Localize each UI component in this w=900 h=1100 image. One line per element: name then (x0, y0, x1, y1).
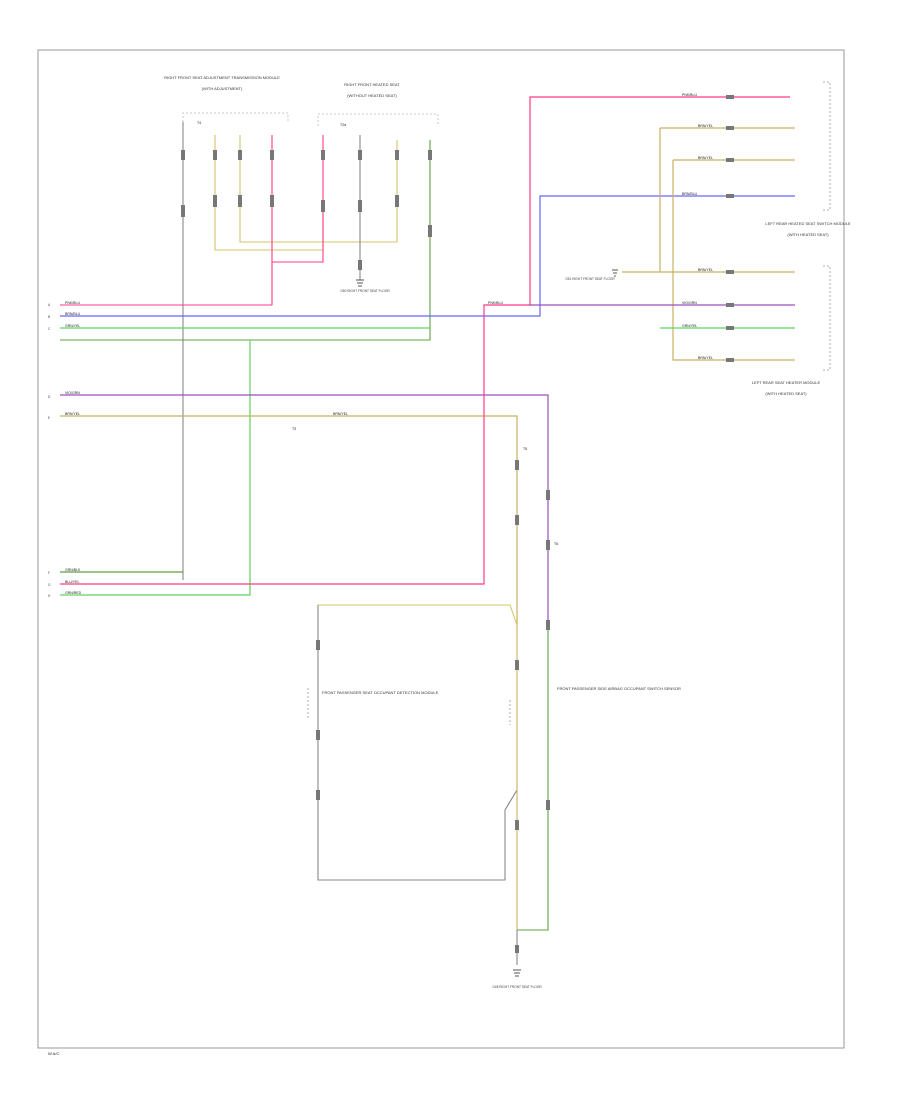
component-sublabel: (WITHOUT HEATED SEAT) (347, 93, 397, 98)
connector-label: T6 (554, 542, 558, 546)
wire-code: BRN/YEL (698, 156, 713, 160)
bus-wire-labels: PNK/BLU BRN/BLU GRN/YEL VIO/GRN BRN/YEL … (65, 301, 503, 595)
right-wires (530, 127, 795, 361)
wire-code: BLU/YEL (65, 580, 79, 584)
pin-letter: F (48, 571, 50, 575)
wire-code: GRN/BLK (65, 568, 81, 572)
wire-code: PNK/BLU (488, 301, 503, 305)
wire-code: BRN/BLU (682, 192, 698, 196)
wire-code: PNK/BLU (65, 301, 80, 305)
right-wire-labels: PNK/BLU BRN/YEL BRN/YEL BRN/BLU BRN/YEL … (682, 93, 713, 360)
wire-code: GRN/YEL (65, 324, 80, 328)
top-left-verticals (60, 122, 431, 580)
passenger-seat-module: FRONT PASSENGER SEAT OCCUPANT DETECTION … (307, 688, 439, 720)
pin-letter: B (48, 315, 50, 319)
ground-label: G50 RIGHT FRONT SEAT FLOOR (340, 289, 390, 293)
component-label: LEFT REAR SEAT HEATER MODULE (752, 380, 821, 385)
wire-code: VIO/GRN (65, 391, 80, 395)
pin-letter: D (48, 395, 51, 399)
right-front-seat-module: RIGHT FRONT SEAT ADJUSTMENT TRANSMISSION… (164, 75, 289, 125)
right-upper-module: LEFT REAR HEATED SEAT SWITCH MODULE (WIT… (765, 81, 851, 237)
connector-label: T2a (340, 123, 346, 127)
ground-point-mid: G51 RIGHT FRONT SEAT FLOOR (565, 269, 618, 281)
top-connector-glyphs (181, 150, 432, 270)
connector-label: T4 (197, 121, 201, 125)
wire-code: GRN/RED (65, 591, 82, 595)
wire-code: BRN/YEL (698, 356, 713, 360)
ground-label: G48 RIGHT FRONT SEAT FLOOR (492, 985, 542, 989)
component-sublabel: (WITH HEATED SEAT) (765, 391, 807, 396)
component-label: LEFT REAR HEATED SEAT SWITCH MODULE (765, 221, 851, 226)
left-pin-letters: A B C D E F G H (48, 303, 51, 598)
component-label: FRONT PASSENGER SEAT OCCUPANT DETECTION … (322, 690, 439, 695)
left-bus-wires (60, 96, 795, 625)
right-connector-glyphs (726, 95, 734, 362)
ground-point-bottom: G48 RIGHT FRONT SEAT FLOOR (492, 969, 542, 989)
pin-letter: C (48, 327, 51, 331)
wire-code: VIO/GRN (682, 301, 697, 305)
wire-code: BRN/YEL (65, 412, 80, 416)
right-lower-module: LEFT REAR SEAT HEATER MODULE (WITH HEATE… (752, 265, 831, 396)
diagram-border (37, 49, 845, 1049)
wire-code: BRN/YEL (698, 268, 713, 272)
wire-code: GRN/YEL (682, 324, 697, 328)
component-label: FRONT PASSENGER SIDE AIRBAG OCCUPANT SWI… (557, 686, 681, 691)
component-label: RIGHT FRONT SEAT ADJUSTMENT TRANSMISSION… (164, 75, 280, 80)
connector-label: T5 (523, 447, 527, 451)
pin-letter: G (48, 583, 51, 587)
connector-label: T3 (292, 427, 296, 431)
wire-code: BRN/YEL (333, 412, 348, 416)
passenger-switch-module: FRONT PASSENGER SIDE AIRBAG OCCUPANT SWI… (509, 686, 681, 725)
wire-code: BRN/YEL (698, 124, 713, 128)
component-label: RIGHT FRONT HEATED SEAT (344, 82, 400, 87)
component-sublabel: (WITH HEATED SEAT) (787, 232, 829, 237)
wire-code: BRN/BLU (65, 312, 81, 316)
ground-point-top: G50 RIGHT FRONT SEAT FLOOR (340, 279, 390, 293)
scattered-connector-labels: T3 T5 T6 (292, 427, 558, 546)
pin-letter: H (48, 594, 51, 598)
ground-label: G51 RIGHT FRONT SEAT FLOOR (565, 277, 615, 281)
wire-code: PNK/BLU (682, 93, 697, 97)
lower-connector-glyphs (316, 460, 550, 953)
footer-label: W A/C (48, 1051, 59, 1056)
right-front-heated-seat-module: RIGHT FRONT HEATED SEAT (WITHOUT HEATED … (317, 82, 439, 127)
pin-letter: E (48, 416, 50, 420)
component-sublabel: (WITH ADJUSTMENT) (202, 86, 243, 91)
pin-letter: A (48, 303, 51, 307)
lower-wires (317, 604, 549, 965)
